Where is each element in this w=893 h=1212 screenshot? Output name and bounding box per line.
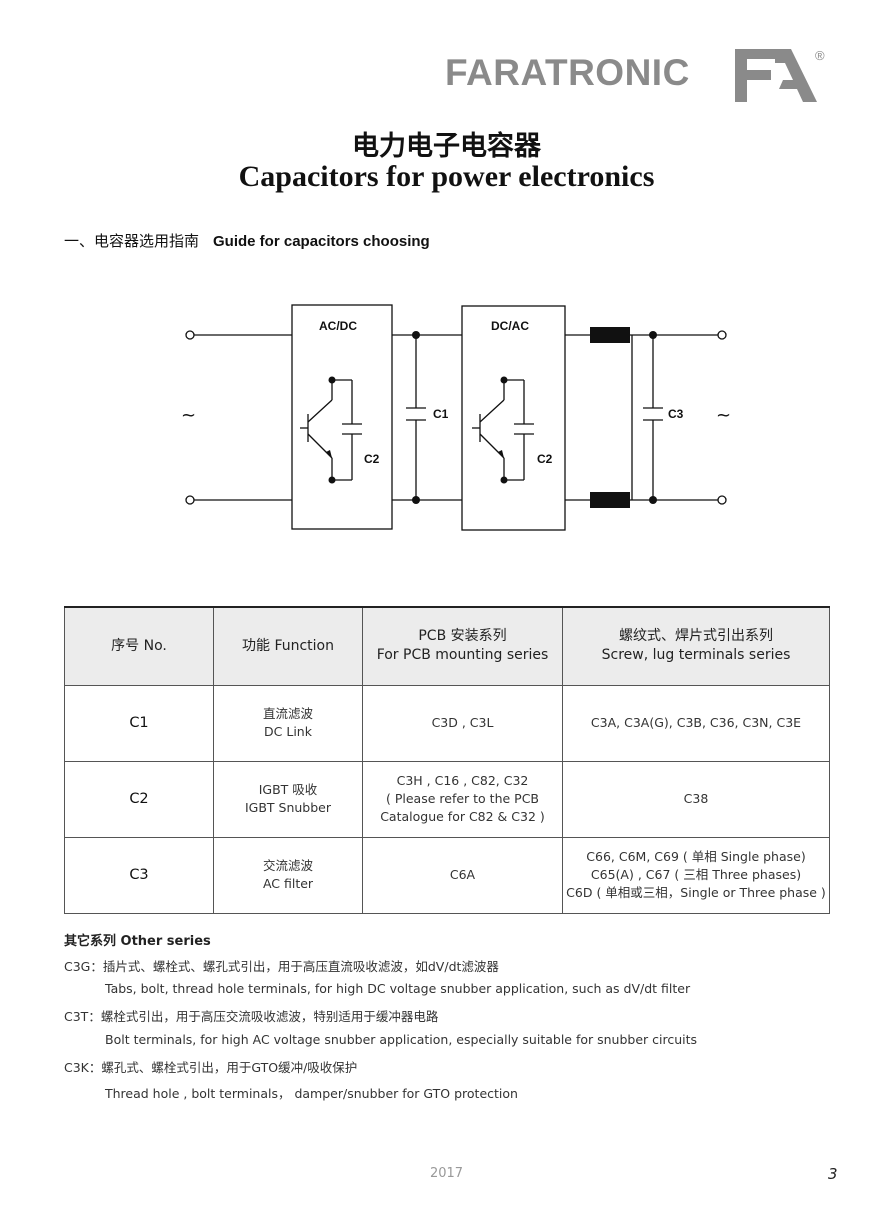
capacitor-guide-table: 序号 No. 功能 Function PCB 安装系列 For PCB moun… — [64, 606, 830, 914]
c2-label-1: C2 — [364, 452, 380, 466]
footer-year: 2017 — [429, 1166, 464, 1181]
title-english: Capacitors for power electronics — [238, 160, 655, 193]
table-row: C3 交流滤波 AC filter C6A C66, C6M, C69 ( 单相… — [64, 836, 830, 914]
c3-label: C3 — [668, 407, 684, 421]
row-function: 直流滤波 DC Link — [213, 684, 363, 762]
header-screw: 螺纹式、焊片式引出系列 Screw, lug terminals series — [562, 606, 830, 686]
table-row: C2 IGBT 吸收 IGBT Snubber C3H , C16 , C82,… — [64, 760, 830, 838]
brand-name: FARATRONIC — [445, 52, 690, 93]
row-screw: C66, C6M, C69 ( 单相 Single phase) C65(A) … — [562, 836, 830, 914]
block-dc-ac-label: DC/AC — [491, 319, 529, 333]
other-item-en: Tabs, bolt, thread hole terminals, for h… — [105, 981, 691, 996]
page-number: 3 — [828, 1165, 838, 1183]
row-function: IGBT 吸收 IGBT Snubber — [213, 760, 363, 838]
table-row: C1 直流滤波 DC Link C3D , C3L C3A, C3A(G), C… — [64, 684, 830, 762]
header-pcb: PCB 安装系列 For PCB mounting series — [362, 606, 563, 686]
other-item-cn: C3K：螺孔式、螺栓式引出，用于GTO缓冲/吸收保护 — [64, 1060, 358, 1075]
row-pcb: C3H , C16 , C82, C32 ( Please refer to t… — [362, 760, 563, 838]
ac-output-tilde: ~ — [716, 405, 731, 426]
row-pcb: C6A — [362, 836, 563, 914]
row-no: C2 — [64, 760, 214, 838]
title-chinese: 电力电子电容器 — [352, 131, 541, 162]
other-item-cn: C3T：螺栓式引出，用于高压交流吸收滤波，特别适用于缓冲器电路 — [64, 1009, 439, 1024]
c2-label-2: C2 — [537, 452, 553, 466]
other-series-title: 其它系列 Other series — [64, 934, 211, 949]
row-no: C3 — [64, 836, 214, 914]
section-heading-cn: 一、电容器选用指南 — [64, 232, 200, 250]
header-no: 序号 No. — [64, 606, 214, 686]
section-heading-en: Guide for capacitors choosing — [213, 233, 430, 250]
row-screw: C38 — [562, 760, 830, 838]
circuit-diagram: AC/DC DC/AC C1 C2 C2 C3 ~ ~ — [181, 304, 731, 531]
row-function: 交流滤波 AC filter — [213, 836, 363, 914]
faratronic-logo: ® — [735, 48, 825, 102]
ac-input-tilde: ~ — [181, 405, 196, 426]
other-item-en: Bolt terminals, for high AC voltage snub… — [105, 1032, 698, 1047]
row-no: C1 — [64, 684, 214, 762]
block-ac-dc-label: AC/DC — [319, 319, 357, 333]
c1-label: C1 — [433, 407, 449, 421]
section-heading: 一、电容器选用指南 Guide for capacitors choosing — [64, 230, 430, 251]
other-item-en: Thread hole , bolt terminals， damper/snu… — [105, 1086, 518, 1101]
row-screw: C3A, C3A(G), C3B, C36, C3N, C3E — [562, 684, 830, 762]
other-item-cn: C3G：插片式、螺栓式、螺孔式引出，用于高压直流吸收滤波，如dV/dt滤波器 — [64, 959, 499, 974]
header-function: 功能 Function — [213, 606, 363, 686]
table-header-row: 序号 No. 功能 Function PCB 安装系列 For PCB moun… — [64, 606, 830, 686]
registered-mark: ® — [815, 48, 825, 63]
row-pcb: C3D , C3L — [362, 684, 563, 762]
